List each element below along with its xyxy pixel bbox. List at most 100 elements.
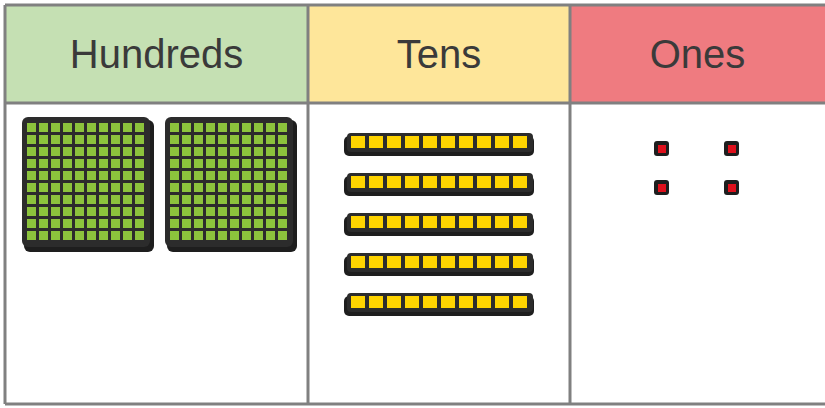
unit-cell: [266, 123, 275, 132]
unit-cell: [230, 195, 239, 204]
unit-cell: [387, 136, 401, 148]
unit-cell: [206, 171, 215, 180]
unit-cell: [39, 135, 48, 144]
unit-cell: [111, 159, 120, 168]
table-line: [5, 403, 825, 406]
unit-cell: [111, 219, 120, 228]
unit-cell: [51, 147, 60, 156]
unit-cell: [206, 135, 215, 144]
unit-cell: [218, 171, 227, 180]
unit-cell: [459, 216, 473, 228]
unit-cell: [194, 159, 203, 168]
unit-cell: [230, 183, 239, 192]
unit-cell: [111, 147, 120, 156]
table-line: [307, 5, 310, 404]
unit-cell: [75, 183, 84, 192]
unit-cell: [254, 207, 263, 216]
unit-cell: [111, 135, 120, 144]
unit-cell: [111, 123, 120, 132]
unit-cell: [123, 147, 132, 156]
unit-cell: [278, 219, 287, 228]
unit-cell: [266, 147, 275, 156]
rod-base: [347, 213, 533, 232]
unit-cell: [218, 219, 227, 228]
unit-cell: [369, 216, 383, 228]
one-cube: [724, 141, 739, 156]
unit-cell: [39, 123, 48, 132]
unit-cell: [194, 231, 203, 240]
unit-cell: [387, 256, 401, 268]
unit-cell: [513, 216, 527, 228]
unit-cell: [51, 123, 60, 132]
unit-cell: [278, 135, 287, 144]
unit-cell: [194, 183, 203, 192]
unit-cell: [27, 123, 36, 132]
unit-cell: [123, 219, 132, 228]
unit-cell: [369, 176, 383, 188]
rod-base: [347, 293, 533, 312]
unit-cell: [218, 183, 227, 192]
unit-cell: [495, 216, 509, 228]
unit-cell: [51, 135, 60, 144]
unit-cell: [123, 195, 132, 204]
header-fill: [308, 5, 570, 103]
unit-cell: [182, 159, 191, 168]
unit-cell: [459, 256, 473, 268]
unit-cell: [99, 147, 108, 156]
unit-cell: [99, 195, 108, 204]
unit-cell: [278, 123, 287, 132]
hundred-flat: [22, 117, 154, 252]
unit-cell: [123, 159, 132, 168]
unit-cell: [266, 183, 275, 192]
unit-cell: [230, 123, 239, 132]
unit-cell: [99, 171, 108, 180]
unit-cell: [278, 147, 287, 156]
unit-cell: [63, 195, 72, 204]
unit-cell: [242, 171, 251, 180]
unit-cell: [477, 136, 491, 148]
unit-cell: [51, 231, 60, 240]
unit-cell: [123, 183, 132, 192]
unit-cell: [218, 159, 227, 168]
unit-cell: [254, 219, 263, 228]
one-cube: [654, 180, 669, 195]
unit-cell: [135, 195, 144, 204]
unit-cell: [111, 231, 120, 240]
unit-cell: [230, 135, 239, 144]
unit-cell: [194, 171, 203, 180]
unit-cell: [206, 147, 215, 156]
unit-cell: [254, 171, 263, 180]
unit-cell: [87, 231, 96, 240]
unit-cell: [170, 231, 179, 240]
unit-cell: [39, 183, 48, 192]
header-fill: [5, 5, 308, 103]
unit-cell: [218, 135, 227, 144]
unit-cell: [135, 183, 144, 192]
unit-cell: [218, 231, 227, 240]
unit-cell: [230, 219, 239, 228]
unit-cell: [254, 135, 263, 144]
unit-cell: [351, 136, 365, 148]
unit-cell: [87, 195, 96, 204]
unit-cell: [194, 207, 203, 216]
one-cube: [724, 180, 739, 195]
unit-cell: [39, 147, 48, 156]
unit-cell: [254, 147, 263, 156]
rod-base: [347, 133, 533, 152]
unit-cell: [135, 207, 144, 216]
unit-cell: [63, 159, 72, 168]
unit-cell: [194, 135, 203, 144]
unit-cell: [75, 219, 84, 228]
unit-cell: [170, 183, 179, 192]
unit-cell: [111, 207, 120, 216]
unit-cell: [230, 207, 239, 216]
header-fill: [570, 5, 825, 103]
unit-cell: [477, 256, 491, 268]
unit-cell: [182, 183, 191, 192]
unit-cell: [254, 231, 263, 240]
unit-cell: [182, 171, 191, 180]
unit-cell: [230, 231, 239, 240]
unit-cell: [182, 123, 191, 132]
unit-cell: [405, 216, 419, 228]
unit-cell: [278, 183, 287, 192]
